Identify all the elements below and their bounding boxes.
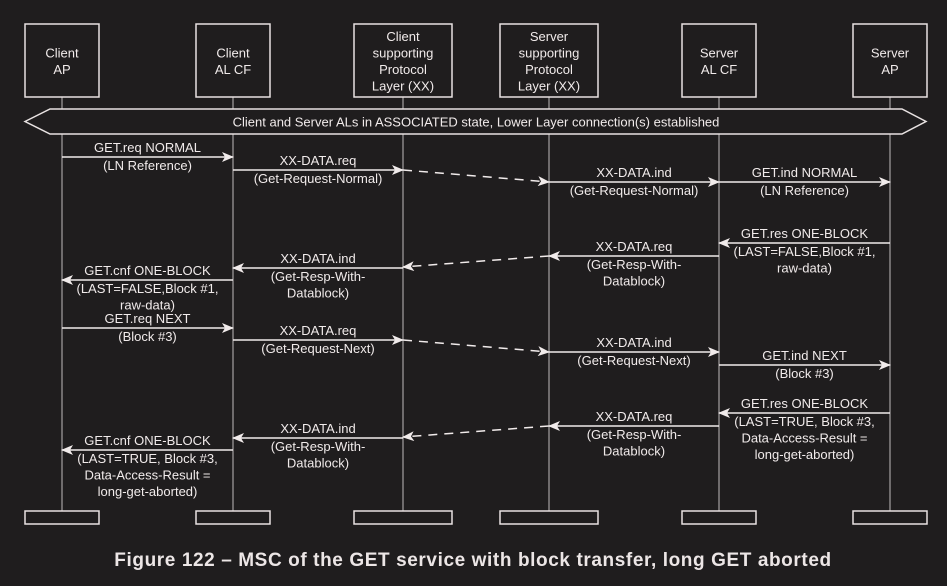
message-label: Datablock): [603, 444, 665, 459]
participant-label: Protocol: [525, 62, 573, 77]
participant-label: supporting: [519, 45, 580, 60]
message-label: GET.ind NORMAL: [752, 165, 857, 180]
message-1: XX-DATA.req (Get-Request-Normal): [233, 153, 404, 186]
participant-end-box-client-ap: [24, 510, 100, 525]
message-16: XX-DATA.req (Get-Resp-With- Datablock): [548, 409, 719, 459]
message-label: Datablock): [287, 286, 349, 301]
message-label: GET.ind NEXT: [762, 348, 847, 363]
message-label: Data-Access-Result =: [741, 431, 867, 446]
participant-label: Layer (XX): [372, 78, 434, 93]
message-5: GET.res ONE-BLOCK (LAST=FALSE,Block #1, ra…: [718, 226, 890, 276]
participant-box-server-pl: [499, 23, 599, 98]
participant-label: Client: [45, 45, 79, 60]
message-label: (Block #3): [118, 329, 177, 344]
state-banner-text: Client and Server ALs in ASSOCIATED stat…: [233, 115, 720, 130]
participant-label: Server: [700, 45, 739, 60]
message-14: GET.ind NEXT (Block #3): [719, 348, 891, 381]
message-9: GET.cnf ONE-BLOCK (LAST=FALSE,Block #1, ra…: [61, 263, 233, 313]
message-label: GET.res ONE-BLOCK: [741, 396, 868, 411]
message-17: [402, 425, 550, 442]
message-3: XX-DATA.ind (Get-Request-Normal): [549, 165, 720, 198]
message-13: XX-DATA.ind (Get-Request-Next): [549, 335, 720, 368]
participant-end-box-server-al-cf: [681, 510, 757, 525]
message-label: XX-DATA.req: [596, 409, 673, 424]
dashed-message-arrow: [402, 339, 550, 357]
message-label: GET.req NEXT: [105, 311, 191, 326]
participant-label: Client: [386, 29, 420, 44]
message-label: (Block #3): [775, 366, 834, 381]
message-label: (LAST=TRUE, Block #3,: [77, 451, 218, 466]
message-label: (Get-Request-Next): [577, 353, 690, 368]
message-label: raw-data): [777, 261, 832, 276]
message-label: XX-DATA.ind: [280, 421, 355, 436]
state-banner: [23, 108, 928, 135]
message-12: [402, 339, 550, 357]
participant-label: AP: [53, 62, 70, 77]
message-label: Datablock): [603, 274, 665, 289]
message-label: (Get-Resp-With-: [587, 427, 682, 442]
participant-label: Client: [216, 45, 250, 60]
participant-end-box-client-al-cf: [195, 510, 271, 525]
participant-label: AL CF: [215, 62, 251, 77]
participant-label: Protocol: [379, 62, 427, 77]
message-19: GET.cnf ONE-BLOCK (LAST=TRUE, Block #3, Da…: [61, 433, 233, 499]
message-15: GET.res ONE-BLOCK (LAST=TRUE, Block #3, Da…: [718, 396, 890, 462]
participant-end-box-server-ap: [852, 510, 928, 525]
message-label: (Get-Resp-With-: [587, 257, 682, 272]
message-label: Data-Access-Result =: [84, 468, 210, 483]
participant-box-server-al-cf: [681, 23, 757, 98]
participant-box-server-ap: [852, 23, 928, 98]
participant-box-client-pl: [353, 23, 453, 98]
participant-end-box-client-pl: [353, 510, 453, 525]
message-label: (LN Reference): [760, 183, 849, 198]
dashed-message-arrow: [402, 425, 550, 442]
message-label: XX-DATA.req: [596, 239, 673, 254]
message-2: [402, 169, 550, 187]
participant-label: supporting: [373, 45, 434, 60]
message-label: (Get-Request-Next): [261, 341, 374, 356]
message-8: XX-DATA.ind (Get-Resp-With- Datablock): [232, 251, 403, 301]
dashed-message-arrow: [402, 169, 550, 187]
message-label: (Get-Request-Normal): [570, 183, 699, 198]
message-label: long-get-aborted): [755, 447, 855, 462]
message-label: GET.res ONE-BLOCK: [741, 226, 868, 241]
message-label: XX-DATA.req: [280, 153, 357, 168]
message-label: (Get-Resp-With-: [271, 439, 366, 454]
message-label: XX-DATA.req: [280, 323, 357, 338]
participant-box-client-ap: [24, 23, 100, 98]
participant-label: Server: [530, 29, 569, 44]
participant-label: AL CF: [701, 62, 737, 77]
message-label: GET.cnf ONE-BLOCK: [84, 433, 211, 448]
message-label: (Get-Request-Normal): [254, 171, 383, 186]
message-6: XX-DATA.req (Get-Resp-With- Datablock): [548, 239, 719, 289]
participant-box-client-al-cf: [195, 23, 271, 98]
message-label: XX-DATA.ind: [596, 165, 671, 180]
message-label: GET.cnf ONE-BLOCK: [84, 263, 211, 278]
message-7: [402, 255, 550, 272]
message-11: XX-DATA.req (Get-Request-Next): [233, 323, 404, 356]
message-label: (LN Reference): [103, 158, 192, 173]
message-label: XX-DATA.ind: [280, 251, 355, 266]
message-18: XX-DATA.ind (Get-Resp-With- Datablock): [232, 421, 403, 471]
message-label: GET.req NORMAL: [94, 140, 201, 155]
dashed-message-arrow: [402, 255, 550, 272]
message-label: XX-DATA.ind: [596, 335, 671, 350]
message-label: (Get-Resp-With-: [271, 269, 366, 284]
message-0: GET.req NORMAL (LN Reference): [62, 140, 234, 173]
participant-label: Server: [871, 45, 910, 60]
message-4: GET.ind NORMAL (LN Reference): [719, 165, 891, 198]
message-label: long-get-aborted): [98, 484, 198, 499]
message-label: (LAST=FALSE,Block #1,: [734, 244, 876, 259]
message-label: Datablock): [287, 456, 349, 471]
participant-label: AP: [881, 62, 898, 77]
participant-end-box-server-pl: [499, 510, 599, 525]
message-10: GET.req NEXT (Block #3): [62, 311, 234, 344]
participant-label: Layer (XX): [518, 78, 580, 93]
message-label: raw-data): [120, 298, 175, 313]
message-label: (LAST=TRUE, Block #3,: [734, 414, 875, 429]
figure-caption: Figure 122 – MSC of the GET service with…: [114, 550, 831, 571]
message-label: (LAST=FALSE,Block #1,: [77, 281, 219, 296]
